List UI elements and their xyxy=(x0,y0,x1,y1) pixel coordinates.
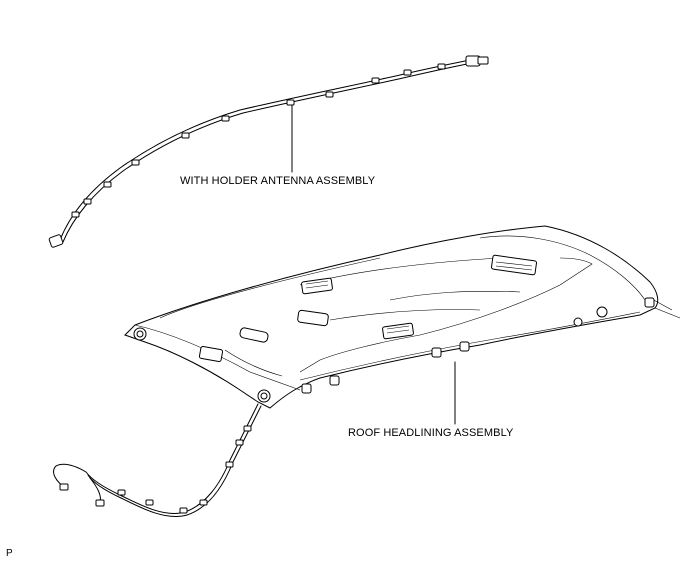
antenna-assembly-label: WITH HOLDER ANTENNA ASSEMBLY xyxy=(180,175,376,187)
roof-headlining-label: ROOF HEADLINING ASSEMBLY xyxy=(348,427,514,439)
antenna-assembly-drawing xyxy=(48,55,489,248)
wire-harness-drawing xyxy=(53,403,262,517)
roof-headlining-drawing xyxy=(124,225,681,425)
page-code: P xyxy=(6,548,13,559)
